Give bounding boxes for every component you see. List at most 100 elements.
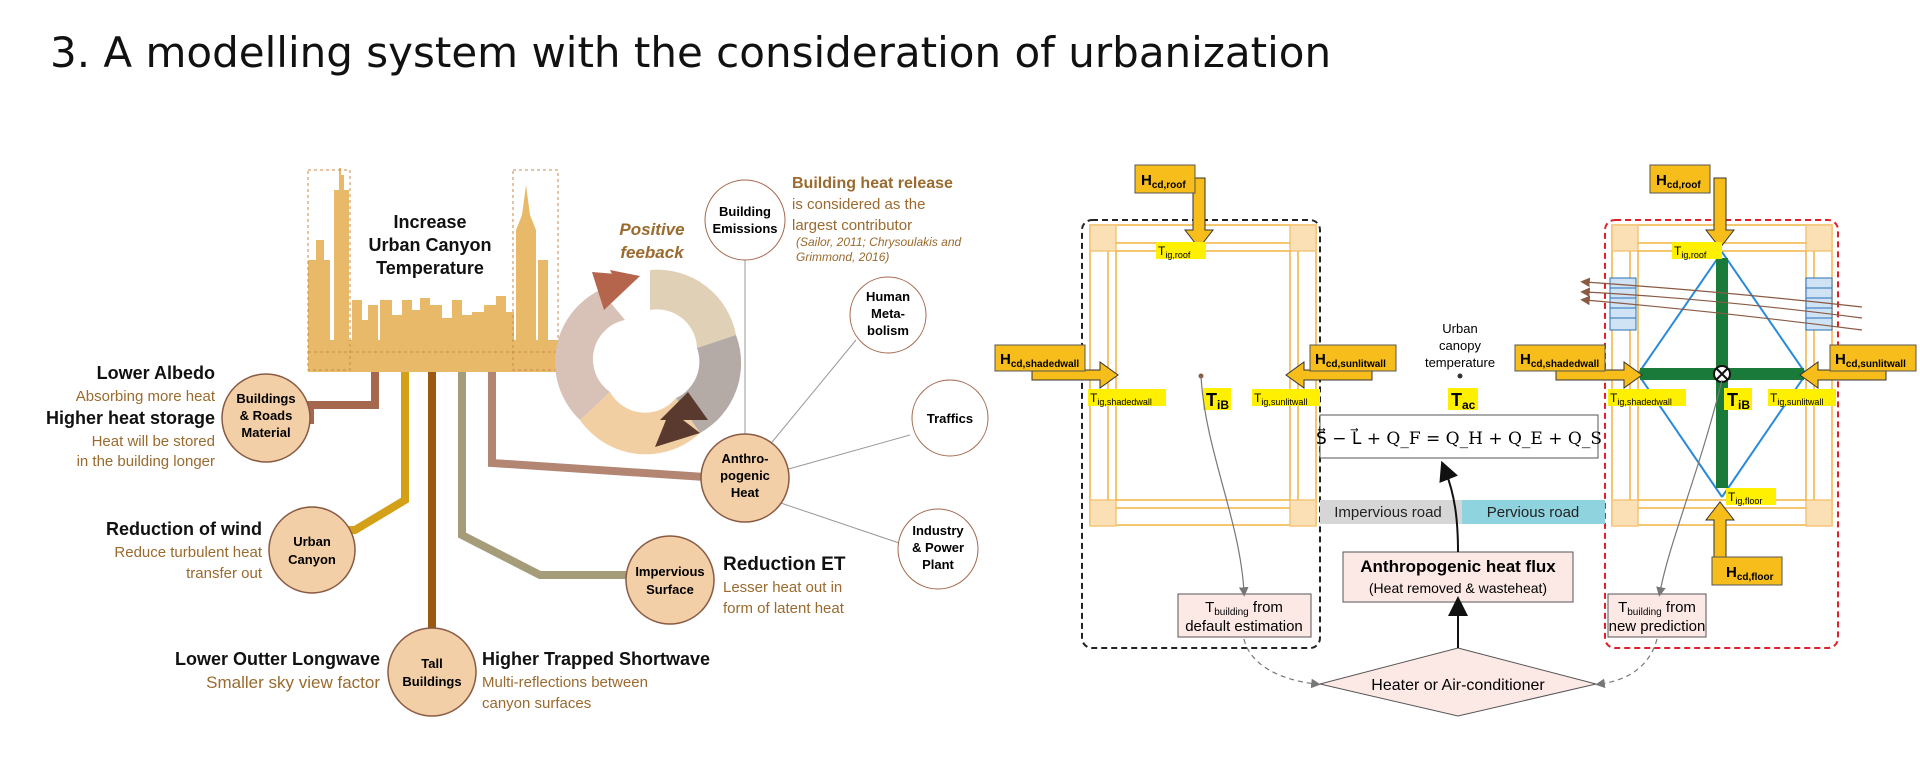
circle-anthro (700, 433, 790, 523)
skyline-graphic (307, 168, 559, 372)
svg-text:Tig,sunlitwall: Tig,sunlitwall (1254, 391, 1307, 407)
thermal-network (1637, 251, 1807, 498)
hcd-floor-right-sub: cd,floor (1737, 572, 1774, 583)
trapped-shortwave-desc-2: canyon surfaces (482, 695, 591, 712)
heater-label: Heater or Air-conditioner (1371, 677, 1545, 694)
pervious-road-band (1462, 500, 1605, 524)
tig-floor-right-main: T (1728, 490, 1736, 504)
tig-shaded-right-sub: ig,shadedwall (1617, 397, 1672, 407)
circle-anthro-1: Anthro- (722, 451, 769, 466)
hcd-roof-left-main: H (1141, 172, 1152, 189)
heat-release-cite-1: (Sailor, 2011; Chrysoulakis and (796, 235, 962, 249)
dashed-box-left (1081, 219, 1321, 649)
tig-roof-left-sub: ig,roof (1165, 250, 1191, 260)
hcd-sunlit-left-sub: cd,sunlitwall (1326, 359, 1386, 370)
svg-text:TiB: TiB (1206, 390, 1229, 412)
circle-emissions-1: Building (719, 204, 771, 219)
heat-release-desc-2: largest contributor (792, 217, 912, 234)
skyline-text-3: Temperature (376, 258, 484, 278)
circle-materials-3: Material (241, 425, 290, 440)
tbuilding-default-sub: building (1214, 607, 1248, 618)
urban-canopy-2: canopy (1439, 338, 1481, 353)
trapped-shortwave-desc-1: Multi-reflections between (482, 674, 648, 691)
heat-release-desc-1: is considered as the (792, 196, 925, 213)
circle-industry-3: Plant (922, 557, 954, 572)
tig-roof-right-sub: ig,roof (1681, 250, 1707, 260)
hcd-shaded-right-sub: cd,shadedwall (1531, 359, 1600, 370)
reduction-wind-desc-2: transfer out (186, 565, 263, 582)
feedback-ring (555, 269, 742, 455)
lower-albedo-title: Lower Albedo (97, 363, 215, 383)
hcd-roof-right-box (1649, 164, 1711, 194)
skyline-text-1: Increase (393, 212, 466, 232)
energy-balance-equation: S⃗ − L⃗ + Q_F = Q_H + Q_E + Q_S (1316, 428, 1602, 449)
hcd-shaded-right-box (1514, 344, 1606, 372)
anthro-flux-title: Anthropogenic heat flux (1360, 557, 1556, 576)
connector-anthro (488, 372, 706, 481)
tig-shaded-left-main: T (1090, 391, 1098, 405)
svg-text:Hcd,floor: Hcd,floor (1726, 564, 1774, 583)
tbuilding-default-main: T (1205, 599, 1214, 616)
circle-materials-1: Buildings (236, 391, 295, 406)
impervious-road-label: Impervious road (1334, 504, 1442, 521)
hcd-sunlit-left-box (1309, 344, 1397, 372)
feedback-label-1: Positive (619, 220, 684, 239)
tig-floor-right-sub: ig,floor (1735, 496, 1762, 506)
tbuilding-new-box (1607, 593, 1707, 638)
tbuilding-new-rest: from (1662, 599, 1696, 616)
feedback-label-2: feeback (620, 243, 685, 262)
reduction-wind-desc-1: Reduce turbulent heat (114, 544, 262, 561)
tig-roof-right-main: T (1674, 244, 1682, 258)
tbuilding-default-rest: from (1249, 599, 1283, 616)
svg-text:Tig,shadedwall: Tig,shadedwall (1610, 391, 1672, 407)
circle-materials-2: & Roads (240, 408, 293, 423)
anthro-lines (744, 260, 911, 546)
svg-text:Hcd,shadedwall: Hcd,shadedwall (1520, 351, 1599, 370)
svg-text:Hcd,roof: Hcd,roof (1656, 172, 1701, 191)
reduction-et-desc-2: form of latent heat (723, 600, 845, 617)
tac-sub: ac (1462, 398, 1476, 412)
circle-tall-1: Tall (421, 656, 442, 671)
svg-text:Hcd,sunlitwall: Hcd,sunlitwall (1315, 351, 1386, 370)
hcd-sunlit-right-main: H (1835, 351, 1846, 368)
svg-text:Hcd,shadedwall: Hcd,shadedwall (1000, 351, 1079, 370)
outter-longwave-title: Lower Outter Longwave (175, 649, 380, 669)
hcd-sunlit-right-box (1829, 344, 1917, 372)
pervious-road-label: Pervious road (1487, 504, 1580, 521)
hcd-shaded-left-main: H (1000, 351, 1011, 368)
heat-arrows (1031, 177, 1887, 586)
heat-storage-desc-2: in the building longer (77, 453, 215, 470)
hcd-roof-right-main: H (1656, 172, 1667, 189)
heat-storage-title: Higher heat storage (46, 408, 215, 428)
tib-to-default-arrow (1200, 375, 1249, 597)
heater-diamond (1319, 647, 1597, 717)
tig-sunlit-right-main: T (1770, 391, 1778, 405)
urban-canopy-1: Urban (1442, 321, 1477, 336)
tbuilding-new-line2: new prediction (1609, 618, 1706, 635)
svg-text:Tac: Tac (1451, 390, 1476, 412)
circle-traffics-1: Traffics (927, 411, 973, 426)
hcd-floor-right-box (1711, 556, 1783, 586)
heat-release-cite-2: Grimmond, 2016) (796, 250, 889, 264)
tbuilding-default-box (1177, 593, 1312, 638)
tig-shaded-right-main: T (1610, 391, 1618, 405)
circle-canyon (268, 506, 356, 594)
hcd-roof-left-box (1134, 164, 1196, 194)
circle-traffics (911, 379, 989, 457)
circle-tall (387, 627, 477, 717)
connector-impervious (458, 372, 630, 579)
circle-emissions (704, 179, 786, 261)
dashed-box-right (1604, 219, 1839, 649)
circle-impervious (625, 535, 715, 625)
reduction-et-desc-1: Lesser heat out in (723, 579, 842, 596)
hcd-shaded-right-main: H (1520, 351, 1531, 368)
circle-canyon-2: Canyon (288, 552, 336, 567)
tac-main: T (1451, 390, 1462, 410)
svg-text:Tig,floor: Tig,floor (1728, 490, 1762, 506)
tig-sunlit-left-main: T (1254, 391, 1262, 405)
circle-metabolism-1: Human (866, 289, 910, 304)
skyline-text-2: Urban Canyon (368, 235, 491, 255)
hcd-sunlit-left-main: H (1315, 351, 1326, 368)
new-to-heater-arrow (1595, 638, 1658, 689)
